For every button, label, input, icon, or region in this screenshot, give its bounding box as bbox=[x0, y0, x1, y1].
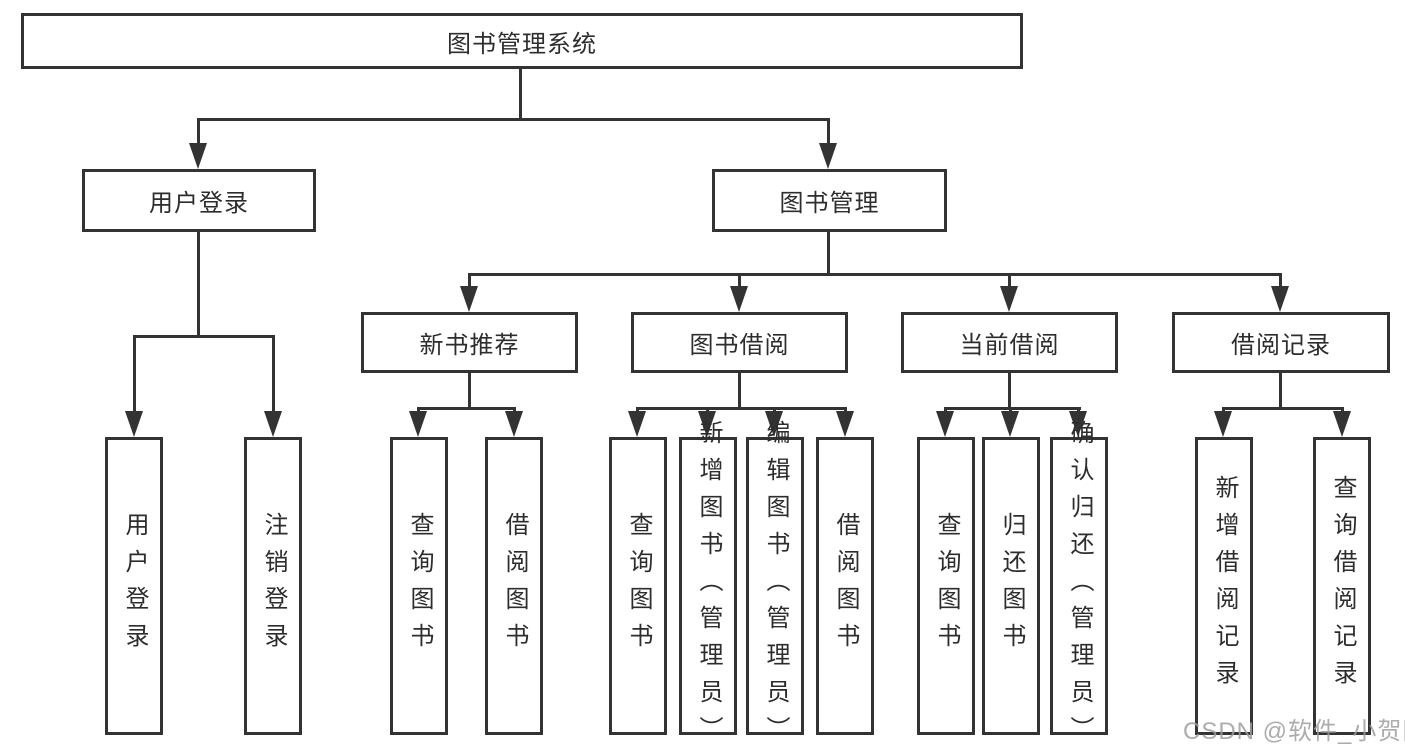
leaf-br-query-record: 查询借阅记录 bbox=[1313, 437, 1371, 735]
node-borrow-records: 借阅记录 bbox=[1172, 312, 1390, 373]
arrowhead-cb-query bbox=[936, 411, 954, 437]
leaf-cb-query-books-label: 查询图书 bbox=[933, 512, 960, 660]
leaf-cb-return-books: 归还图书 bbox=[982, 437, 1040, 735]
arrowhead-bb-borrow bbox=[836, 411, 854, 437]
connector-borrow-records-stem bbox=[1279, 371, 1282, 410]
arrowhead-nb-borrow bbox=[505, 411, 523, 437]
arrowhead-bb-add bbox=[698, 411, 716, 437]
arrowhead-cb-confirm bbox=[1069, 411, 1087, 437]
arrowhead-new-books bbox=[460, 286, 478, 312]
node-current-borrow-label: 当前借阅 bbox=[959, 332, 1060, 359]
node-book-mgmt-label: 图书管理 bbox=[779, 190, 880, 217]
connector-stem-user-login bbox=[197, 118, 200, 146]
arrowhead-bb-edit bbox=[765, 411, 783, 437]
leaf-bb-edit-books-admin-label: 编辑图书（管理员） bbox=[762, 419, 789, 747]
node-book-mgmt: 图书管理 bbox=[712, 169, 947, 232]
connector-book-mgmt-stem bbox=[827, 230, 830, 276]
arrowhead-leaf-logout bbox=[264, 411, 282, 437]
leaf-bb-query-books-label: 查询图书 bbox=[625, 512, 652, 660]
leaf-cb-return-books-label: 归还图书 bbox=[998, 512, 1025, 660]
leaf-br-add-record: 新增借阅记录 bbox=[1195, 437, 1253, 735]
leaf-bb-query-books: 查询图书 bbox=[609, 437, 667, 735]
leaf-bb-borrow-books-label: 借阅图书 bbox=[832, 512, 859, 660]
arrowhead-br-add bbox=[1214, 411, 1232, 437]
leaf-br-query-record-label: 查询借阅记录 bbox=[1329, 475, 1356, 697]
connector-new-books-stem bbox=[468, 371, 471, 410]
connector-stem-book-mgmt bbox=[827, 118, 830, 146]
arrowhead-cb-return bbox=[1001, 411, 1019, 437]
leaf-nb-borrow-books-label: 借阅图书 bbox=[501, 512, 528, 660]
arrowhead-nb-query bbox=[409, 411, 427, 437]
node-new-books: 新书推荐 bbox=[361, 312, 578, 373]
connector-stem-book-borrow bbox=[738, 273, 741, 291]
arrowhead-book-borrow bbox=[730, 286, 748, 312]
connector-stem-leaf-login bbox=[133, 335, 136, 415]
leaf-nb-borrow-books: 借阅图书 bbox=[485, 437, 543, 735]
connector-current-borrow-branch bbox=[944, 407, 1081, 410]
leaf-br-add-record-label: 新增借阅记录 bbox=[1211, 475, 1238, 697]
leaf-bb-add-books-admin-label: 新增图书（管理员） bbox=[695, 419, 722, 747]
leaf-user-login-label: 用户登录 bbox=[121, 512, 148, 660]
leaf-user-login: 用户登录 bbox=[105, 437, 163, 735]
leaf-bb-edit-books-admin: 编辑图书（管理员） bbox=[746, 420, 804, 747]
connector-new-books-branch bbox=[417, 407, 516, 410]
leaf-cb-confirm-return-admin: 确认归还（管理员） bbox=[1050, 420, 1108, 747]
node-root-label: 图书管理系统 bbox=[447, 30, 597, 58]
leaf-cb-confirm-return-admin-label: 确认归还（管理员） bbox=[1066, 419, 1093, 747]
arrowhead-current-borrow bbox=[1000, 286, 1018, 312]
csdn-watermark: CSDN @软件_小贺同学 bbox=[1183, 718, 1405, 745]
arrowhead-br-query bbox=[1333, 411, 1351, 437]
connector-user-login-branch bbox=[133, 335, 275, 338]
leaf-bb-borrow-books: 借阅图书 bbox=[816, 437, 874, 735]
leaf-cb-query-books: 查询图书 bbox=[917, 437, 975, 735]
node-root: 图书管理系统 bbox=[21, 13, 1023, 69]
connector-root-stem bbox=[519, 66, 522, 121]
connector-stem-new-books bbox=[468, 273, 471, 291]
connector-stem-borrow-records bbox=[1279, 273, 1282, 291]
leaf-nb-query-books: 查询图书 bbox=[390, 437, 448, 735]
connector-user-login-stem bbox=[197, 230, 200, 338]
arrowhead-user-login bbox=[189, 143, 207, 169]
arrowhead-bb-query bbox=[628, 411, 646, 437]
connector-level3-branch bbox=[468, 273, 1282, 276]
arrowhead-leaf-login bbox=[125, 411, 143, 437]
node-book-borrow: 图书借阅 bbox=[631, 312, 848, 373]
connector-borrow-records-branch bbox=[1222, 407, 1344, 410]
arrowhead-book-mgmt bbox=[819, 143, 837, 169]
node-current-borrow: 当前借阅 bbox=[901, 312, 1118, 373]
leaf-logout: 注销登录 bbox=[244, 437, 302, 735]
node-book-borrow-label: 图书借阅 bbox=[689, 332, 790, 359]
connector-level2-branch bbox=[197, 118, 830, 121]
connector-book-borrow-stem bbox=[738, 371, 741, 410]
arrowhead-borrow-records bbox=[1271, 286, 1289, 312]
connector-current-borrow-stem bbox=[1008, 371, 1011, 410]
connector-book-borrow-branch bbox=[636, 407, 847, 410]
connector-stem-current-borrow bbox=[1008, 273, 1011, 291]
leaf-nb-query-books-label: 查询图书 bbox=[406, 512, 433, 660]
node-user-login-label: 用户登录 bbox=[149, 190, 249, 217]
leaf-bb-add-books-admin: 新增图书（管理员） bbox=[679, 420, 737, 747]
connector-stem-leaf-logout bbox=[272, 335, 275, 415]
node-borrow-records-label: 借阅记录 bbox=[1231, 332, 1331, 359]
leaf-logout-label: 注销登录 bbox=[260, 512, 287, 660]
node-user-login: 用户登录 bbox=[82, 169, 316, 232]
node-new-books-label: 新书推荐 bbox=[419, 332, 520, 359]
